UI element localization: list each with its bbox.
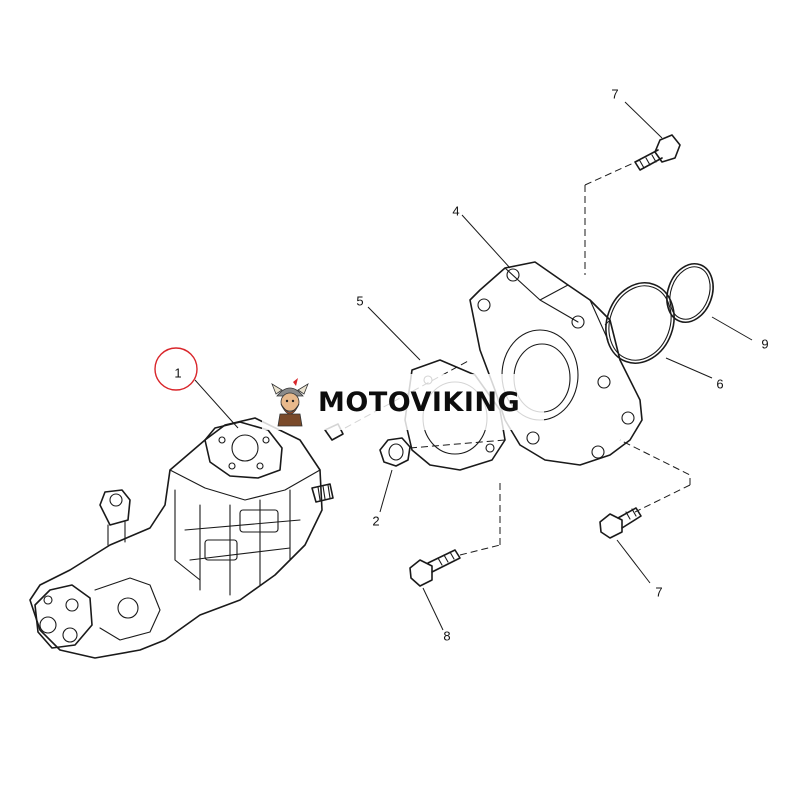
callout-4: 4 [452, 203, 459, 218]
watermark-banner: MOTOVIKING [262, 374, 544, 430]
callout-8: 8 [443, 628, 450, 643]
injection-pump [29, 417, 334, 659]
viking-mascot-icon [271, 378, 309, 427]
watermark-text: MOTOVIKING [318, 386, 521, 418]
callout-2: 2 [372, 513, 379, 528]
callout-highlight-circle [154, 347, 198, 391]
bolt-part-8 [409, 549, 461, 587]
assembly-lines [344, 159, 691, 556]
bolt-part-7-lower [599, 507, 642, 539]
callout-7-lower: 7 [655, 584, 662, 599]
callout-9: 9 [761, 336, 768, 351]
callout-5: 5 [356, 293, 363, 308]
callout-7-upper: 7 [611, 86, 618, 101]
leader-lines [194, 101, 753, 631]
o-ring-part-9 [666, 263, 714, 323]
o-ring-part-6 [605, 282, 675, 364]
callout-6: 6 [716, 376, 723, 391]
callout-labels: 1 2 4 5 6 7 7 8 9 [154, 86, 769, 643]
adapter-housing-part-4 [469, 261, 643, 466]
bolt-part-7-upper [634, 134, 681, 171]
nut-part-2 [379, 437, 411, 467]
callout-1: 1 [174, 365, 181, 380]
